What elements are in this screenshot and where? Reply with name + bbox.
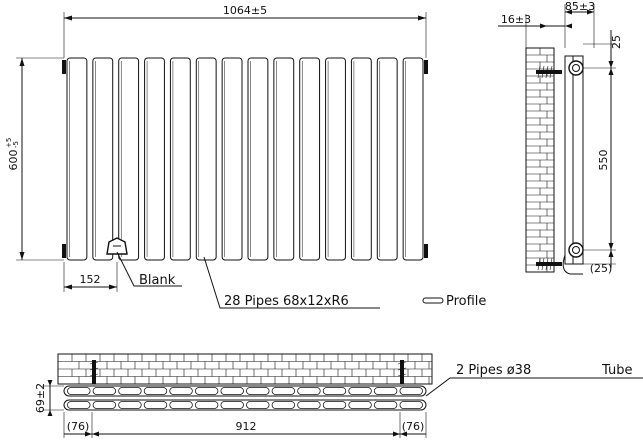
front-pipe <box>325 57 346 261</box>
plan-pipe-profile <box>246 401 270 409</box>
front-pipe <box>350 57 372 261</box>
tube-label: Tube <box>601 363 632 378</box>
plan-pipe-profile <box>118 387 142 395</box>
plan-pipe-profile <box>67 401 91 409</box>
plan-pipe-profile <box>169 401 193 409</box>
front-pipe <box>273 57 295 261</box>
plan-pipes-group <box>67 387 423 409</box>
plan-pipe-profile <box>92 387 117 395</box>
plan-pipe-profile <box>246 387 270 395</box>
plan-pipe-profile <box>297 387 321 395</box>
plan-centres-dimension-label: 912 <box>236 420 257 433</box>
plan-pipe-profile <box>143 401 168 409</box>
plan-pipe-profile <box>194 387 219 395</box>
plan-pipe-profile <box>220 401 244 409</box>
front-pipe <box>92 57 114 261</box>
plan-wall-brick <box>57 353 433 385</box>
front-view: 1064±5 600 +5 -5 152 Blank 28 Pipes 68x1… <box>5 4 486 309</box>
front-pipe <box>169 57 191 261</box>
plan-pipe-profile <box>271 401 296 409</box>
profile-icon <box>422 297 444 304</box>
plan-view: 2 Pipes ø38 Tube 69±2 (76) 912 (76) <box>34 353 643 438</box>
plan-pipe-profile <box>67 387 91 395</box>
plan-pipe-profile <box>348 387 372 395</box>
plan-pipe-profile <box>399 401 423 409</box>
front-pipe <box>402 57 424 261</box>
top-offset-dimension-label: 25 <box>610 35 623 49</box>
plan-pipe-profile <box>118 401 142 409</box>
plan-pipe-profile <box>194 401 219 409</box>
pipes-label: 28 Pipes 68x12xR6 <box>224 294 349 309</box>
plan-pipe-profile <box>271 387 296 395</box>
plan-pipe-profile <box>373 387 398 395</box>
profile-label: Profile <box>446 294 486 309</box>
plan-left-offset-label: (76) <box>67 420 90 433</box>
front-pipe <box>195 57 217 261</box>
plan-pipe-profile <box>348 401 372 409</box>
plan-pipe-profile <box>322 401 347 409</box>
blank-label: Blank <box>139 273 176 288</box>
top-bracket-icon <box>568 60 584 76</box>
tube-leader-line <box>425 377 643 397</box>
rear-tube <box>63 385 427 397</box>
top-left-header-stub <box>62 60 66 74</box>
plan-pipe-profile <box>399 387 423 395</box>
plan-pipe-profile <box>322 387 347 395</box>
side-radiator-front <box>572 55 584 265</box>
front-pipes-group <box>62 57 428 261</box>
centres-dimension-label: 550 <box>597 150 610 171</box>
height-tolerance-upper: +5 <box>5 138 13 148</box>
front-tube <box>63 399 427 411</box>
front-pipe <box>118 57 140 261</box>
front-pipe <box>221 57 243 261</box>
side-view: 85±3 16±3 25 <box>498 0 623 275</box>
blank-leader-line <box>116 251 182 287</box>
pipes-leader-line <box>203 256 380 309</box>
tube-pipes-label: 2 Pipes ø38 <box>456 363 531 378</box>
front-pipe <box>144 57 165 261</box>
height-dimension-label: 600 <box>7 150 20 171</box>
bottom-offset-dimension-label: (25) <box>590 262 613 275</box>
bottom-pipe-outline <box>562 254 583 275</box>
plan-pipe-profile <box>297 401 321 409</box>
plan-pipe-profile <box>220 387 244 395</box>
front-pipe <box>247 57 269 261</box>
bottom-fixing-screw <box>536 257 562 271</box>
plan-depth-dimension-label: 69±2 <box>34 383 47 413</box>
end-offset-dimension-label: 152 <box>80 273 101 286</box>
bottom-left-header-stub <box>62 244 66 258</box>
right-plan-bracket <box>397 360 407 384</box>
front-pipe <box>376 57 398 261</box>
plan-pipe-profile <box>92 401 117 409</box>
side-radiator-body <box>564 55 574 265</box>
front-pipe <box>299 57 321 261</box>
width-dimension-label: 1064±5 <box>223 4 267 17</box>
plan-right-offset-label: (76) <box>402 420 425 433</box>
bottom-bracket-icon <box>568 242 584 258</box>
wall-gap-dimension-label: 16±3 <box>501 13 531 26</box>
side-wall-brick <box>525 47 555 273</box>
plan-pipe-profile <box>169 387 193 395</box>
left-plan-bracket <box>89 360 99 384</box>
depth-dimension-label: 85±3 <box>565 0 595 13</box>
top-right-header-stub <box>424 60 428 74</box>
plan-pipe-profile <box>143 387 168 395</box>
top-fixing-screw <box>536 65 562 79</box>
bottom-right-header-stub <box>424 244 428 258</box>
front-pipe <box>66 57 88 261</box>
plan-pipe-profile <box>373 401 398 409</box>
height-tolerance-lower: -5 <box>12 141 20 148</box>
